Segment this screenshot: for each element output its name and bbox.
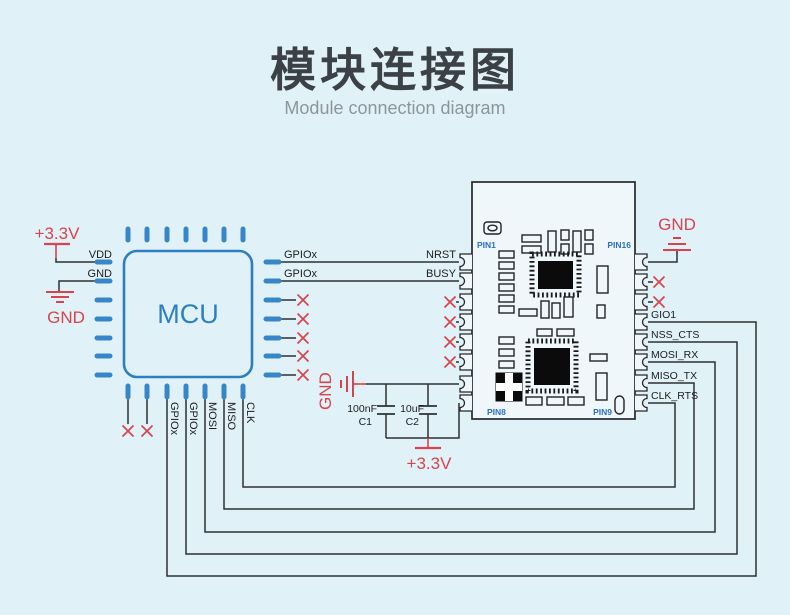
- label-gnd-decoupling: GND: [316, 372, 335, 410]
- svg-text:MOSI_RX: MOSI_RX: [651, 349, 698, 361]
- nc-stubs-mcu-right: [279, 299, 296, 376]
- capacitor-c2: 10uF C2: [400, 403, 437, 428]
- mcu-block: MCU: [94, 226, 282, 400]
- gnd-symbol-decoupling: GND: [316, 371, 366, 410]
- mcu-pins-top: [125, 226, 246, 243]
- net-vdd: [55, 258, 97, 263]
- power-3v3-symbol-decoupling: +3.3V: [407, 438, 453, 473]
- svg-text:MOSI: MOSI: [206, 402, 218, 430]
- label-gnd-mcu: GND: [47, 308, 85, 327]
- passive-row-mid: [518, 296, 606, 337]
- page-subtitle: Module connection diagram: [284, 98, 505, 118]
- cap-leads: [385, 384, 429, 438]
- label-pin8: PIN8: [487, 407, 506, 417]
- mcu-body: [122, 249, 254, 379]
- label-3v3-decoupling: +3.3V: [407, 454, 453, 473]
- label-pin16: PIN16: [607, 240, 631, 250]
- nc-stubs-mcu-bottom: [127, 397, 148, 424]
- label-busy: BUSY: [426, 268, 457, 280]
- svg-text:NSS_CTS: NSS_CTS: [651, 329, 699, 341]
- cap-c1-ref: C1: [359, 416, 373, 428]
- svg-text:GPIOx: GPIOx: [187, 402, 199, 436]
- module-castellations-left: [459, 253, 472, 412]
- chip-ic1: [529, 251, 582, 298]
- net-gio1: [166, 321, 757, 577]
- label-gnd-pin: GND: [88, 268, 113, 280]
- nc-stubs-module-left: [456, 301, 459, 363]
- cap-c1-value: 100nF: [347, 403, 377, 415]
- svg-text:CLK_RTS: CLK_RTS: [651, 390, 698, 402]
- net-nss-cts: [185, 341, 738, 555]
- cap-c2-value: 10uF: [400, 403, 424, 415]
- mcu-label: MCU: [157, 299, 219, 329]
- net-gnd-module: [648, 250, 678, 263]
- svg-text:GIO1: GIO1: [651, 309, 676, 321]
- capacitor-c1: 100nF C1: [347, 403, 395, 428]
- svg-text:MISO: MISO: [225, 402, 237, 431]
- module-components: [483, 221, 625, 415]
- net-v33-decoupling: [386, 403, 460, 439]
- net-clk-rts: [242, 397, 676, 488]
- svg-text:MISO_TX: MISO_TX: [651, 370, 697, 382]
- passive-row-bottom: [525, 396, 585, 406]
- power-3v3-symbol-mcu: +3.3V: [35, 224, 81, 258]
- mcu-pins-right: [263, 259, 282, 378]
- label-gpiox-2: GPIOx: [284, 268, 318, 280]
- mcu-pins-left: [94, 259, 113, 378]
- module-castellations-right: [635, 253, 648, 412]
- net-miso-tx: [223, 382, 695, 510]
- module-right-signal-labels: GIO1 NSS_CTS MOSI_RX MISO_TX CLK_RTS: [651, 309, 699, 402]
- via-cross-pad: [495, 372, 523, 402]
- label-pin1: PIN1: [477, 240, 496, 250]
- not-connected-marks: [121, 275, 666, 438]
- label-nrst: NRST: [426, 249, 456, 261]
- rf-module: PIN1 PIN16 PIN8 PIN9: [459, 181, 648, 420]
- net-mosi-rx: [204, 361, 716, 533]
- svg-text:GPIOx: GPIOx: [168, 402, 180, 436]
- gnd-symbol-mcu: GND: [46, 291, 85, 327]
- label-vdd: VDD: [89, 249, 112, 261]
- chip-ic2: [525, 338, 579, 394]
- wires: [55, 250, 757, 577]
- svg-text:CLK: CLK: [244, 402, 256, 424]
- page-title: 模块连接图: [270, 44, 520, 96]
- nc-stubs-module-right: [648, 281, 653, 303]
- label-gpiox-1: GPIOx: [284, 249, 318, 261]
- gnd-symbol-module: GND: [658, 215, 696, 251]
- label-gnd-module: GND: [658, 215, 696, 234]
- net-gnd-mcu: [58, 280, 97, 292]
- label-pin9: PIN9: [593, 407, 612, 417]
- label-3v3-mcu: +3.3V: [35, 224, 81, 243]
- mcu-pins-bottom: [125, 383, 246, 400]
- passive-column-left: [498, 250, 515, 369]
- cap-c2-ref: C2: [406, 416, 420, 428]
- mcu-bottom-pin-labels: GPIOx GPIOx MOSI MISO CLK: [168, 402, 256, 436]
